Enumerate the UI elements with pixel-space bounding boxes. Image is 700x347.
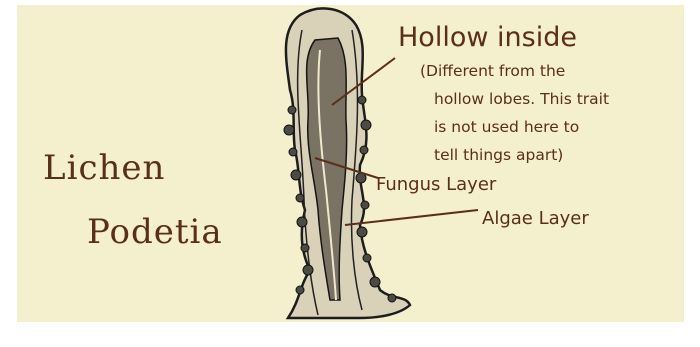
hollow-inside-label: Hollow inside — [398, 22, 577, 53]
note-line-2: hollow lobes. This trait — [434, 90, 609, 108]
note-line-4: tell things apart) — [434, 146, 563, 164]
title-line-2: Podetia — [87, 212, 223, 252]
fungus-layer-label: Fungus Layer — [376, 174, 496, 195]
title-line-1: Lichen — [43, 148, 165, 188]
algae-layer-label: Algae Layer — [482, 208, 589, 229]
note-line-3: is not used here to — [434, 118, 579, 136]
note-line-1: (Different from the — [420, 62, 565, 80]
